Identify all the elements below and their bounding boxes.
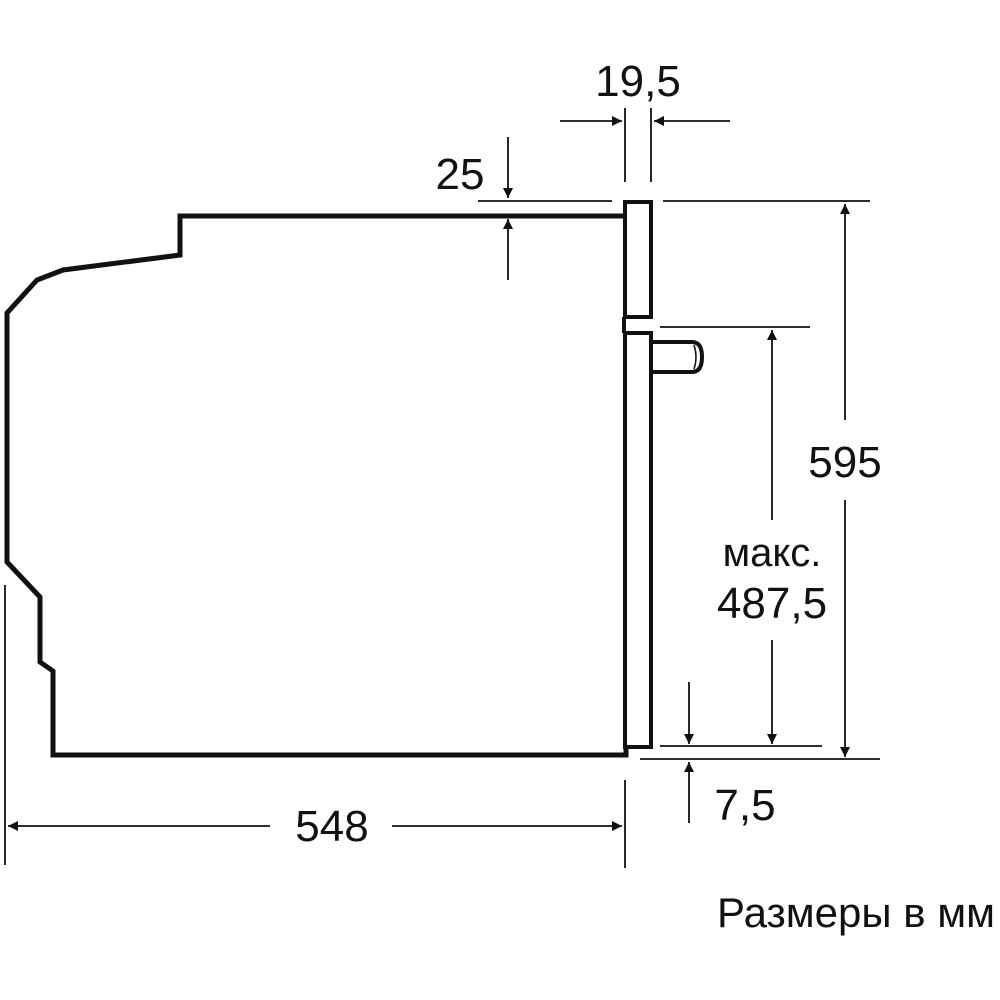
label-max: макс. <box>723 531 822 575</box>
knob <box>651 340 705 374</box>
label-height: 595 <box>808 438 881 487</box>
label-depth: 548 <box>295 802 368 851</box>
label-top-gap: 25 <box>436 150 485 199</box>
caption-units: Размеры в мм <box>717 889 995 936</box>
knob-edge <box>693 344 697 370</box>
dim-bottom-offset <box>640 682 880 823</box>
door-upper-panel <box>623 200 653 319</box>
label-bottom-offset: 7,5 <box>714 781 775 830</box>
dim-max-height <box>660 326 810 744</box>
dim-depth <box>4 585 626 868</box>
dim-top-gap <box>478 137 870 280</box>
door-lower-panel <box>623 331 653 749</box>
oven-body-outline <box>4 213 629 758</box>
label-door-thickness: 19,5 <box>595 57 681 106</box>
dim-door-thickness <box>560 108 730 182</box>
label-max-height: 487,5 <box>717 579 827 628</box>
